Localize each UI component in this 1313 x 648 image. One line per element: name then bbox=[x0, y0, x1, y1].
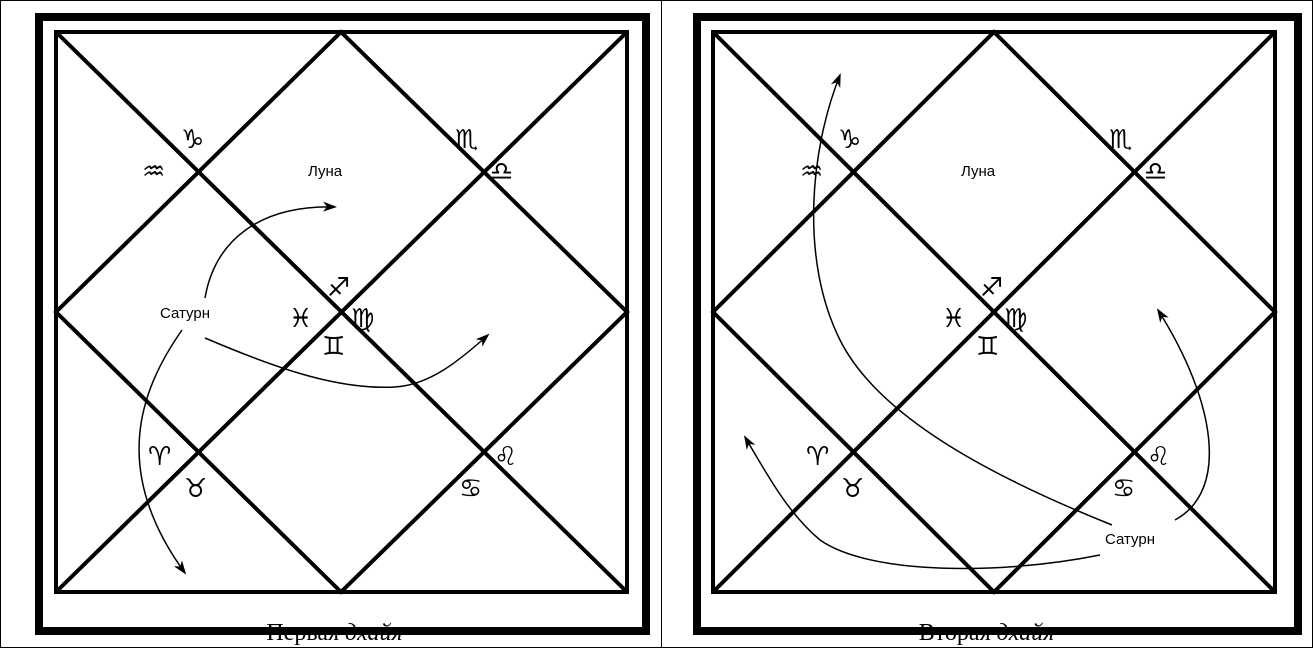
planet-label-saturn: Сатурн bbox=[1105, 531, 1155, 548]
sign-aquarius: ♒ bbox=[142, 157, 165, 187]
sign-cancer: ♋ bbox=[1112, 474, 1135, 504]
arrow-to-moon-house bbox=[204, 201, 337, 299]
sign-scorpio: ♏ bbox=[1109, 125, 1132, 155]
movement-arrows bbox=[138, 201, 490, 575]
chart-outer-frame bbox=[35, 13, 650, 635]
sign-aries: ♈ bbox=[806, 442, 829, 472]
sign-leo: ♌ bbox=[494, 442, 517, 472]
sign-gemini: ♊ bbox=[322, 332, 345, 362]
sign-libra: ♎ bbox=[1144, 157, 1167, 187]
chart-panel-first: ♑ ♒ ♏ ♎ ♐ ♓ ♍ ♊ ♈ ♉ ♌ ♋ Луна Сатурн bbox=[35, 13, 650, 635]
sign-libra: ♎ bbox=[490, 157, 513, 187]
sign-aquarius: ♒ bbox=[800, 157, 823, 187]
sign-leo: ♌ bbox=[1147, 442, 1170, 472]
arrow-to-right-house bbox=[1156, 308, 1211, 521]
sign-capricorn: ♑ bbox=[181, 125, 204, 155]
sign-capricorn: ♑ bbox=[838, 125, 861, 155]
arrow-to-bottom-house bbox=[138, 329, 187, 575]
chart-panel-second: ♑ ♒ ♏ ♎ ♐ ♓ ♍ ♊ ♈ ♉ ♌ ♋ Луна Сатурн bbox=[693, 13, 1302, 635]
chart-lines bbox=[53, 29, 630, 595]
movement-arrows bbox=[743, 73, 1211, 570]
caption-second-dhaya: Вторая дхайя bbox=[918, 620, 1055, 646]
arrow-to-top-house bbox=[812, 73, 1113, 526]
caption-first-dhaya: Первая дхайя bbox=[266, 620, 403, 646]
sign-taurus: ♉ bbox=[841, 474, 864, 504]
sign-aries: ♈ bbox=[148, 442, 171, 472]
chart-outer-frame bbox=[693, 13, 1302, 635]
sign-sagittarius: ♐ bbox=[980, 273, 1003, 303]
planet-label-moon: Луна bbox=[308, 163, 343, 180]
sign-virgo: ♍ bbox=[351, 304, 374, 334]
sign-taurus: ♉ bbox=[184, 474, 207, 504]
sign-scorpio: ♏ bbox=[455, 125, 478, 155]
chart-lines bbox=[710, 29, 1278, 595]
planet-label-moon: Луна bbox=[961, 163, 996, 180]
sign-gemini: ♊ bbox=[976, 332, 999, 362]
sign-cancer: ♋ bbox=[459, 474, 482, 504]
sign-pisces: ♓ bbox=[289, 304, 312, 334]
arrow-to-left-house bbox=[743, 435, 1101, 570]
sign-virgo: ♍ bbox=[1004, 304, 1027, 334]
sign-sagittarius: ♐ bbox=[327, 273, 350, 303]
arrow-to-right-house bbox=[204, 333, 490, 389]
planet-label-saturn: Сатурн bbox=[160, 305, 210, 322]
sign-pisces: ♓ bbox=[942, 304, 965, 334]
